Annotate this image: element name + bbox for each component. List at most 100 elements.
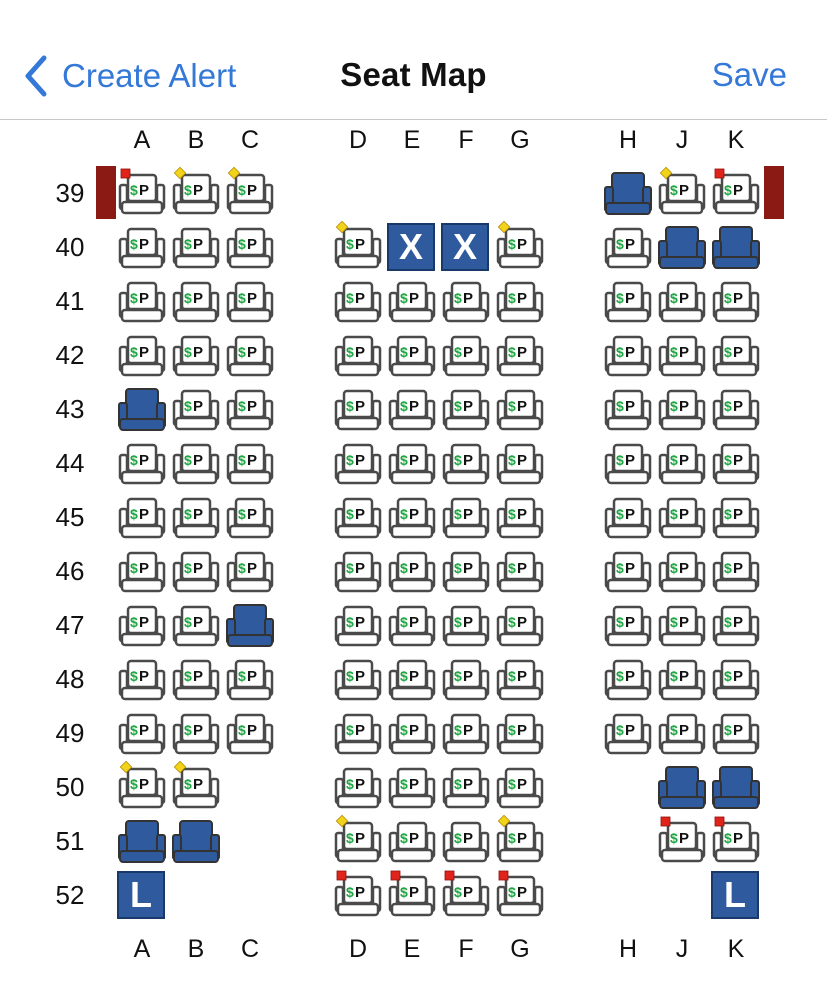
seat-49A[interactable]: $P [117,709,167,757]
seat-39J[interactable]: $P [657,166,707,217]
seat-49E[interactable]: $P [387,709,437,757]
seat-45F[interactable]: $P [441,493,491,541]
seat-43F[interactable]: $P [441,385,491,433]
seat-47K[interactable]: $P [711,601,761,649]
seat-44A[interactable]: $P [117,439,167,487]
seat-39B[interactable]: $P [171,166,221,217]
seat-49F[interactable]: $P [441,709,491,757]
seat-51E[interactable]: $P [387,817,437,865]
seat-52F[interactable]: $P [441,870,491,919]
seat-47E[interactable]: $P [387,601,437,649]
seat-51A-occupied[interactable] [117,817,167,865]
seat-40B[interactable]: $P [171,223,221,271]
seat-50B[interactable]: $P [171,760,221,811]
seat-48H[interactable]: $P [603,655,653,703]
seat-39C[interactable]: $P [225,166,275,217]
seat-46A[interactable]: $P [117,547,167,595]
seat-46B[interactable]: $P [171,547,221,595]
seat-43H[interactable]: $P [603,385,653,433]
seat-47J[interactable]: $P [657,601,707,649]
seat-42J[interactable]: $P [657,331,707,379]
seat-47C-occupied[interactable] [225,601,275,649]
seat-48C[interactable]: $P [225,655,275,703]
seat-40D[interactable]: $P [333,220,383,271]
seat-50D[interactable]: $P [333,763,383,811]
seat-44B[interactable]: $P [171,439,221,487]
seat-41G[interactable]: $P [495,277,545,325]
seat-46D[interactable]: $P [333,547,383,595]
seat-40G[interactable]: $P [495,220,545,271]
seat-49D[interactable]: $P [333,709,383,757]
seat-45A[interactable]: $P [117,493,167,541]
seat-48B[interactable]: $P [171,655,221,703]
seat-43E[interactable]: $P [387,385,437,433]
seat-48F[interactable]: $P [441,655,491,703]
seat-44J[interactable]: $P [657,439,707,487]
seat-46E[interactable]: $P [387,547,437,595]
seat-43D[interactable]: $P [333,385,383,433]
seat-44H[interactable]: $P [603,439,653,487]
seat-45B[interactable]: $P [171,493,221,541]
seat-42B[interactable]: $P [171,331,221,379]
seat-48J[interactable]: $P [657,655,707,703]
seat-46C[interactable]: $P [225,547,275,595]
seat-42K[interactable]: $P [711,331,761,379]
seat-48K[interactable]: $P [711,655,761,703]
seat-52G[interactable]: $P [495,870,545,919]
seat-40J-occupied[interactable] [657,223,707,271]
seat-43J[interactable]: $P [657,385,707,433]
seat-47B[interactable]: $P [171,601,221,649]
seat-46G[interactable]: $P [495,547,545,595]
seat-43B[interactable]: $P [171,385,221,433]
seat-44E[interactable]: $P [387,439,437,487]
seat-48G[interactable]: $P [495,655,545,703]
seat-45D[interactable]: $P [333,493,383,541]
seat-40H[interactable]: $P [603,223,653,271]
seat-51K[interactable]: $P [711,816,761,865]
seat-44C[interactable]: $P [225,439,275,487]
seat-51G[interactable]: $P [495,814,545,865]
seat-44K[interactable]: $P [711,439,761,487]
seat-47G[interactable]: $P [495,601,545,649]
seat-39H-occupied[interactable] [603,169,653,217]
seat-45C[interactable]: $P [225,493,275,541]
seat-42C[interactable]: $P [225,331,275,379]
seat-47D[interactable]: $P [333,601,383,649]
seat-48E[interactable]: $P [387,655,437,703]
seat-40C[interactable]: $P [225,223,275,271]
seat-46F[interactable]: $P [441,547,491,595]
seat-45H[interactable]: $P [603,493,653,541]
seat-41A[interactable]: $P [117,277,167,325]
seat-46J[interactable]: $P [657,547,707,595]
seat-41C[interactable]: $P [225,277,275,325]
seat-42H[interactable]: $P [603,331,653,379]
seat-45K[interactable]: $P [711,493,761,541]
seat-40A[interactable]: $P [117,223,167,271]
seat-49K[interactable]: $P [711,709,761,757]
seat-41D[interactable]: $P [333,277,383,325]
seat-43K[interactable]: $P [711,385,761,433]
seat-42E[interactable]: $P [387,331,437,379]
seat-39K[interactable]: $P [711,168,761,217]
seat-41H[interactable]: $P [603,277,653,325]
seat-52E[interactable]: $P [387,870,437,919]
seat-47F[interactable]: $P [441,601,491,649]
seat-51F[interactable]: $P [441,817,491,865]
seat-51B-occupied[interactable] [171,817,221,865]
seat-44G[interactable]: $P [495,439,545,487]
seat-42A[interactable]: $P [117,331,167,379]
back-button[interactable]: Create Alert [22,54,236,98]
seat-50E[interactable]: $P [387,763,437,811]
seat-39A[interactable]: $P [117,168,167,217]
seat-43C[interactable]: $P [225,385,275,433]
seat-43G[interactable]: $P [495,385,545,433]
seat-45G[interactable]: $P [495,493,545,541]
seat-49C[interactable]: $P [225,709,275,757]
seat-52D[interactable]: $P [333,870,383,919]
save-button[interactable]: Save [711,56,787,93]
seat-41B[interactable]: $P [171,277,221,325]
seat-42D[interactable]: $P [333,331,383,379]
seat-48A[interactable]: $P [117,655,167,703]
seat-45J[interactable]: $P [657,493,707,541]
seat-46K[interactable]: $P [711,547,761,595]
